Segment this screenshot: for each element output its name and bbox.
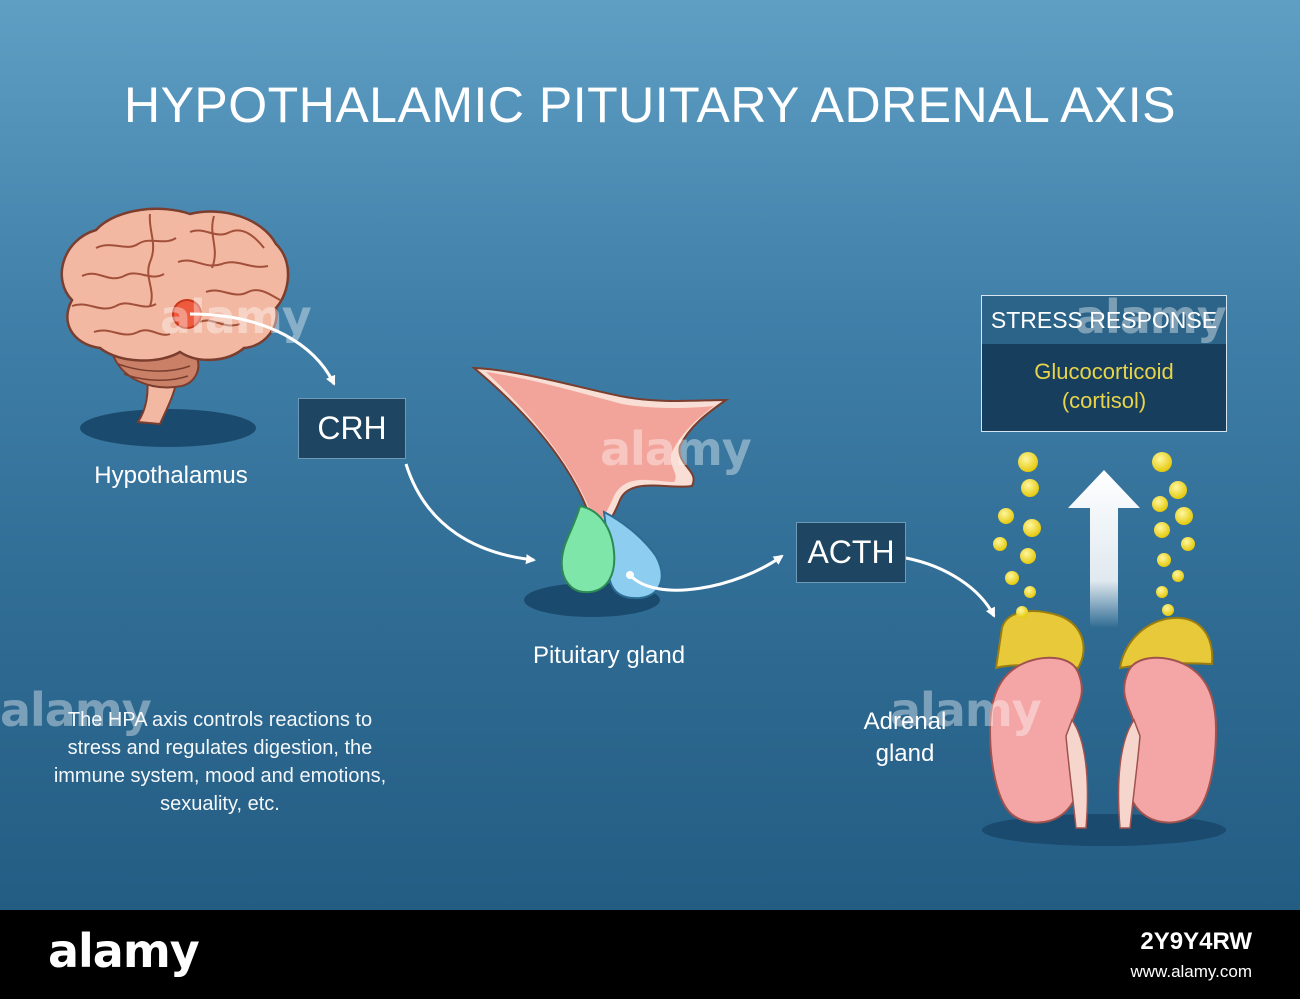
- stress-response-box: STRESS RESPONSE Glucocorticoid (cortisol…: [981, 295, 1227, 432]
- stress-up-arrow: [1068, 470, 1140, 628]
- footer-bar: alamy 2Y9Y4RW www.alamy.com: [0, 910, 1300, 999]
- crh-tag: CRH: [298, 398, 406, 459]
- cortisol-label: (cortisol): [1061, 388, 1147, 413]
- brain-illustration: [60, 207, 290, 426]
- watermark-text: alamy: [600, 422, 752, 476]
- arrow-crh-to-pituitary: [404, 463, 536, 565]
- adrenal-kidney-illustration: [988, 610, 1218, 829]
- arrow-pituitary-to-acth: [628, 554, 784, 592]
- acth-tag: ACTH: [796, 522, 906, 583]
- stress-response-body: Glucocorticoid (cortisol): [982, 344, 1226, 431]
- diagram-title: HYPOTHALAMIC PITUITARY ADRENAL AXIS: [123, 77, 1177, 133]
- arrow-hypothalamus-to-crh: [189, 312, 336, 386]
- adrenal-label: Adrenal gland: [863, 708, 947, 767]
- brain-shadow: [80, 409, 256, 447]
- watermark-text: alamy: [160, 290, 312, 344]
- footer-brand-logo: alamy: [48, 924, 200, 978]
- arrow-acth-to-adrenal: [905, 556, 996, 618]
- watermark-text: alamy: [1075, 290, 1227, 344]
- watermark-text: alamy: [890, 683, 1042, 737]
- pituitary-label: Pituitary gland: [532, 642, 686, 669]
- arrow-origin-dot: [626, 571, 634, 579]
- pituitary-illustration: [471, 366, 730, 600]
- watermark-text: alamy: [0, 683, 152, 737]
- footer-site: www.alamy.com: [1130, 962, 1252, 981]
- hypothalamus-label: Hypothalamus: [94, 462, 248, 489]
- glucocorticoid-label: Glucocorticoid: [1034, 359, 1174, 384]
- stress-response-heading: STRESS RESPONSE: [982, 296, 1226, 344]
- hpa-description: The HPA axis controls reactions to stres…: [53, 709, 387, 815]
- diagram-canvas: HYPOTHALAMIC PITUITARY ADRENAL AXIS Hypo…: [0, 0, 1300, 910]
- footer-image-id: 2Y9Y4RW: [1140, 928, 1252, 955]
- diagram-art: [60, 207, 1226, 846]
- cortisol-molecules: [993, 452, 1195, 618]
